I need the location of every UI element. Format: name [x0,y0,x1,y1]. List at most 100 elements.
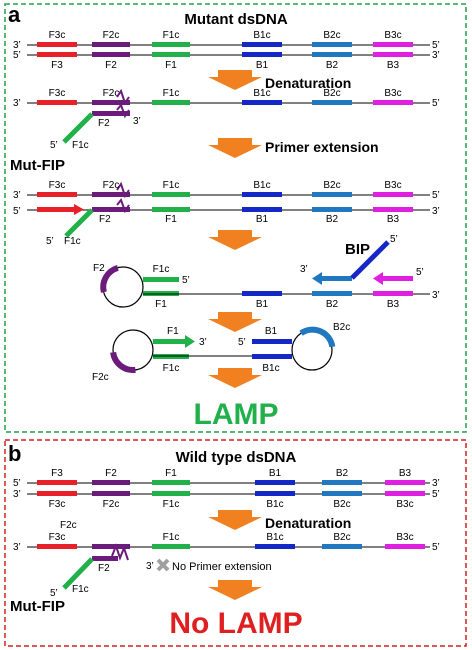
seg-B2c [312,42,352,47]
r3-B2: B2 [326,214,339,225]
r5-B2c: B2c [333,322,350,333]
down-arrow-5 [208,368,262,388]
wildtype-dsdna: 5’ 3’ 3’ 5’ F3 F2 F1 B1 B2 B3 F3c F2c F1… [13,468,440,510]
bs-B1c: B1c [266,532,283,543]
r5-F2c: F2c [92,372,109,383]
r5-B1c: B1c [262,363,279,374]
label-B2: B2 [326,60,339,71]
end-3-left: 3’ [13,40,21,51]
b-B3: B3 [399,468,412,479]
extended-strand: 3’ 5’ 5’ 3’ F3c F2c F1c B1c B2c B3c F2 F… [13,180,440,247]
end-3-row3-right: 3’ [432,206,440,217]
b-F2c: F2c [103,499,120,510]
b-B3c: B3c [396,499,413,510]
r3-primer-F1c: F1c [64,236,81,247]
r4-B2: B2 [326,299,339,310]
r4-bip-5: 5’ [390,234,398,245]
end-5-row2: 5’ [432,98,440,109]
end-5-left: 5’ [13,50,21,61]
label-F1c-row2: F1c [163,88,180,99]
end-5-row3: 5’ [13,206,21,217]
r3-B3: B3 [387,214,400,225]
end-3-right: 3’ [432,50,440,61]
panel-b-letter: b [8,441,21,466]
b-B2: B2 [336,468,349,479]
r4-F1: F1 [155,299,167,310]
r3-B1: B1 [256,214,269,225]
seg-F1 [152,52,190,57]
r5-F1: F1 [167,326,179,337]
b-F3: F3 [51,468,63,479]
r3-B1c: B1c [253,180,270,191]
label-B1: B1 [256,60,269,71]
seg-B1 [242,52,282,57]
b-F1: F1 [165,468,177,479]
primer-end-5: 5’ [50,140,58,151]
r5-F1c: F1c [163,363,180,374]
seg-F1c-row2 [152,100,190,105]
label-B1c: B1c [253,30,270,41]
bs-F2: F2 [98,563,110,574]
r3-F1c: F1c [163,180,180,191]
r5-B1: B1 [265,326,278,337]
label-B3: B3 [387,60,400,71]
r4-bip-3: 3’ [300,264,308,275]
label-F1: F1 [165,60,177,71]
panel-a-title: Mutant dsDNA [184,11,287,28]
down-arrow-b2 [208,580,262,600]
bip-label: BIP [345,241,370,258]
down-arrow-b1 [208,510,262,530]
label-B3c: B3c [384,30,401,41]
step-denaturation-a: Denaturation [265,75,351,91]
b-end-3-l: 3’ [13,489,21,500]
lamp-result: LAMP [194,398,279,431]
mutant-dsdna: 3’ 5’ 5’ 3’ F3c F2c F1c B1c B2c B3c F3 F… [13,30,440,71]
b-B1: B1 [269,468,282,479]
label-B1c-row2: B1c [253,88,270,99]
b-F2c-lone: F2c [60,520,77,531]
label-F3: F3 [51,60,63,71]
bs-end-5: 5’ [432,542,440,553]
seg-F3c [37,42,77,47]
seg-B1c-row2 [242,100,282,105]
label-B2c-row2: B2c [323,88,340,99]
b-B1c: B1c [266,499,283,510]
step-primer-extension: Primer extension [265,139,379,155]
b-end-5-l: 5’ [13,478,21,489]
seg-B2c-row2 [312,100,352,105]
seg-F3c-row2 [37,100,77,105]
seg-B3c-row2 [373,100,413,105]
denatured-strand: 3’ 5’ F3c F2c F1c B1c B2c B3c [13,88,440,109]
b-F3c: F3c [49,499,66,510]
bs-end-3: 3’ [13,542,21,553]
down-arrow-1 [208,70,262,90]
label-B2c: B2c [323,30,340,41]
r3-F1: F1 [165,214,177,225]
r4-end-5: 5’ [182,275,190,286]
r4-b3-5: 5’ [416,267,424,278]
mut-fip-label-b: Mut-FIP [10,598,65,615]
bs-primer-F1c: F1c [72,584,89,595]
label-F2c: F2c [103,30,120,41]
b-F2: F2 [105,468,117,479]
b-end-3-r: 3’ [432,478,440,489]
down-arrow-2 [208,138,262,158]
r5-end-5: 5’ [238,337,246,348]
down-arrow-3 [208,230,262,250]
r5-end-3: 3’ [199,337,207,348]
b-B2c: B2c [333,499,350,510]
r3-F2: F2 [99,214,111,225]
primer-label-F2: F2 [98,118,110,129]
bs-B2c: B2c [333,532,350,543]
label-B3c-row2: B3c [384,88,401,99]
end-5-right: 5’ [432,40,440,51]
label-F2c-row2: F2c [103,88,120,99]
no-extension-cross-icon [156,558,170,572]
primer-label-F1c: F1c [72,140,89,151]
b-F1c: F1c [163,499,180,510]
no-lamp-result: No LAMP [169,607,302,640]
mut-fip-primer: F2 F1c 5’ 3’ [50,102,141,151]
panel-b-border [4,439,467,647]
bs-B3c: B3c [396,532,413,543]
b-end-5-r: 5’ [432,489,440,500]
